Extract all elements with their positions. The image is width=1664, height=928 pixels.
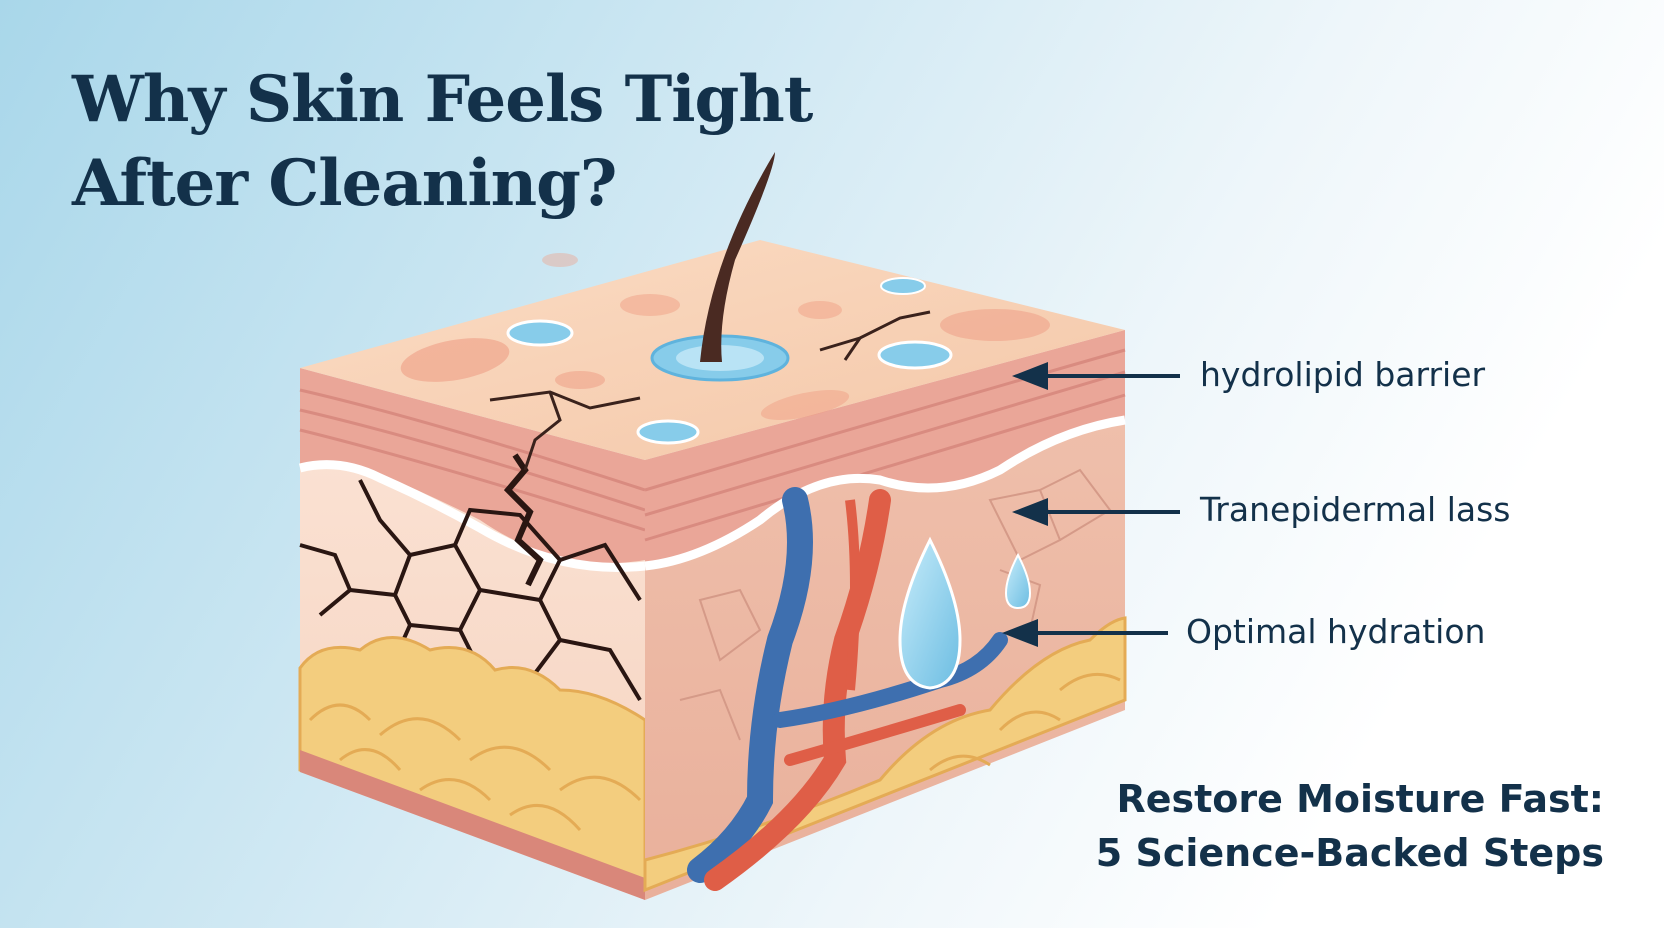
vein (687, 487, 813, 883)
title-line-1: Why Skin Feels Tight (72, 62, 813, 137)
subtitle-line-1: Restore Moisture Fast: (1116, 777, 1604, 821)
water-drop-small (1004, 552, 1032, 610)
water-drop-large (898, 536, 962, 690)
fat-lobules-front (298, 636, 647, 893)
surface-droplet (880, 277, 926, 295)
callout-label-optimal-hydration: Optimal hydration (1186, 612, 1486, 651)
callout-arrows (1002, 362, 1180, 647)
callout-label-transepidermal-loss: Tranepidermal lass (1200, 490, 1511, 529)
subtitle-line-2: 5 Science-Backed Steps (1095, 831, 1604, 875)
title-line-2: After Cleaning? (72, 146, 617, 221)
surface-droplet (506, 319, 574, 347)
side-face (643, 330, 1127, 900)
surface-droplet (877, 340, 953, 370)
page-title: Why Skin Feels Tight After Cleaning? (72, 58, 813, 226)
front-face (298, 368, 647, 900)
subtitle: Restore Moisture Fast: 5 Science-Backed … (1096, 772, 1604, 880)
hair-strand (700, 152, 775, 362)
callout-label-hydrolipid-barrier: hydrolipid barrier (1200, 355, 1486, 394)
surface-droplet (636, 419, 700, 445)
